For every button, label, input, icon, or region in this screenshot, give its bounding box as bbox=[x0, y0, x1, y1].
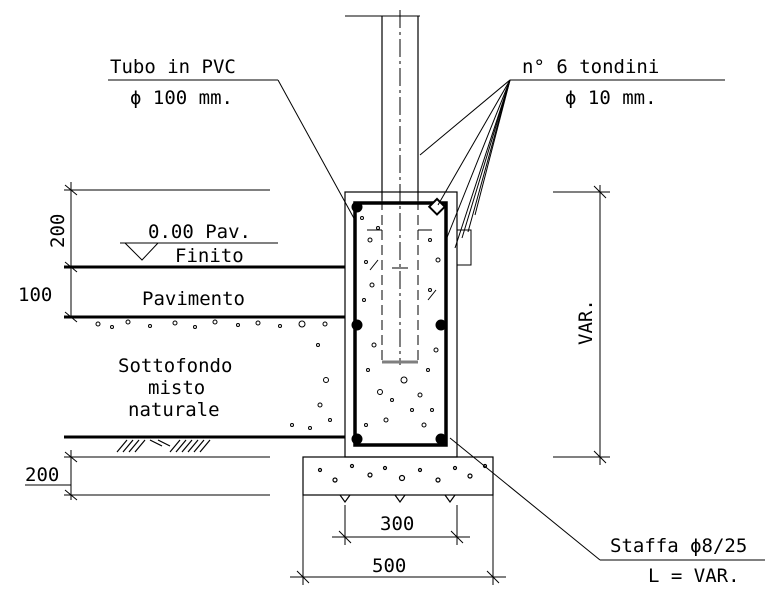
stirrup-label: Staffa ϕ8/25 bbox=[610, 535, 747, 557]
subfloor-gravel bbox=[95, 319, 332, 430]
bars-title: n° 6 tondini bbox=[522, 56, 659, 78]
rebar-dot bbox=[351, 319, 363, 331]
var-height-label: VAR. bbox=[575, 299, 597, 345]
pipe-title: Tubo in PVC bbox=[110, 56, 236, 78]
dim-inner-300: 300 bbox=[380, 513, 414, 535]
subfloor-label-3: naturale bbox=[128, 399, 220, 421]
bars-diameter: ϕ 10 mm. bbox=[565, 87, 657, 109]
dim-bottom-200: 200 bbox=[25, 464, 59, 486]
rebar-dot bbox=[435, 433, 447, 445]
pipe-diameter: ϕ 100 mm. bbox=[130, 87, 233, 109]
level-finish-label: Finito bbox=[175, 245, 244, 267]
dim-top-200: 200 bbox=[47, 214, 69, 248]
rebar-dot bbox=[351, 433, 363, 445]
dim-outer-500: 500 bbox=[372, 555, 406, 577]
subfloor-label-2: misto bbox=[148, 377, 205, 399]
left-dimension-chain bbox=[25, 182, 270, 501]
dim-floor-100: 100 bbox=[18, 284, 52, 306]
stirrup-length-label: L = VAR. bbox=[648, 565, 740, 587]
rebar-dot bbox=[351, 201, 363, 213]
pvc-pipe bbox=[345, 10, 420, 365]
lean-concrete-footing bbox=[302, 456, 494, 504]
labels: Tubo in PVC ϕ 100 mm. n° 6 tondini ϕ 10 … bbox=[18, 56, 747, 587]
rebar-dot bbox=[435, 319, 447, 331]
floor-lines bbox=[64, 265, 345, 453]
bottom-dimension-chain bbox=[290, 495, 506, 585]
subfloor-label-1: Sottofondo bbox=[118, 355, 232, 377]
var-dimension bbox=[553, 185, 610, 465]
level-label: 0.00 Pav. bbox=[148, 221, 251, 243]
floor-label: Pavimento bbox=[142, 288, 245, 310]
concrete-beam bbox=[344, 191, 472, 458]
leader-lines bbox=[108, 79, 765, 561]
